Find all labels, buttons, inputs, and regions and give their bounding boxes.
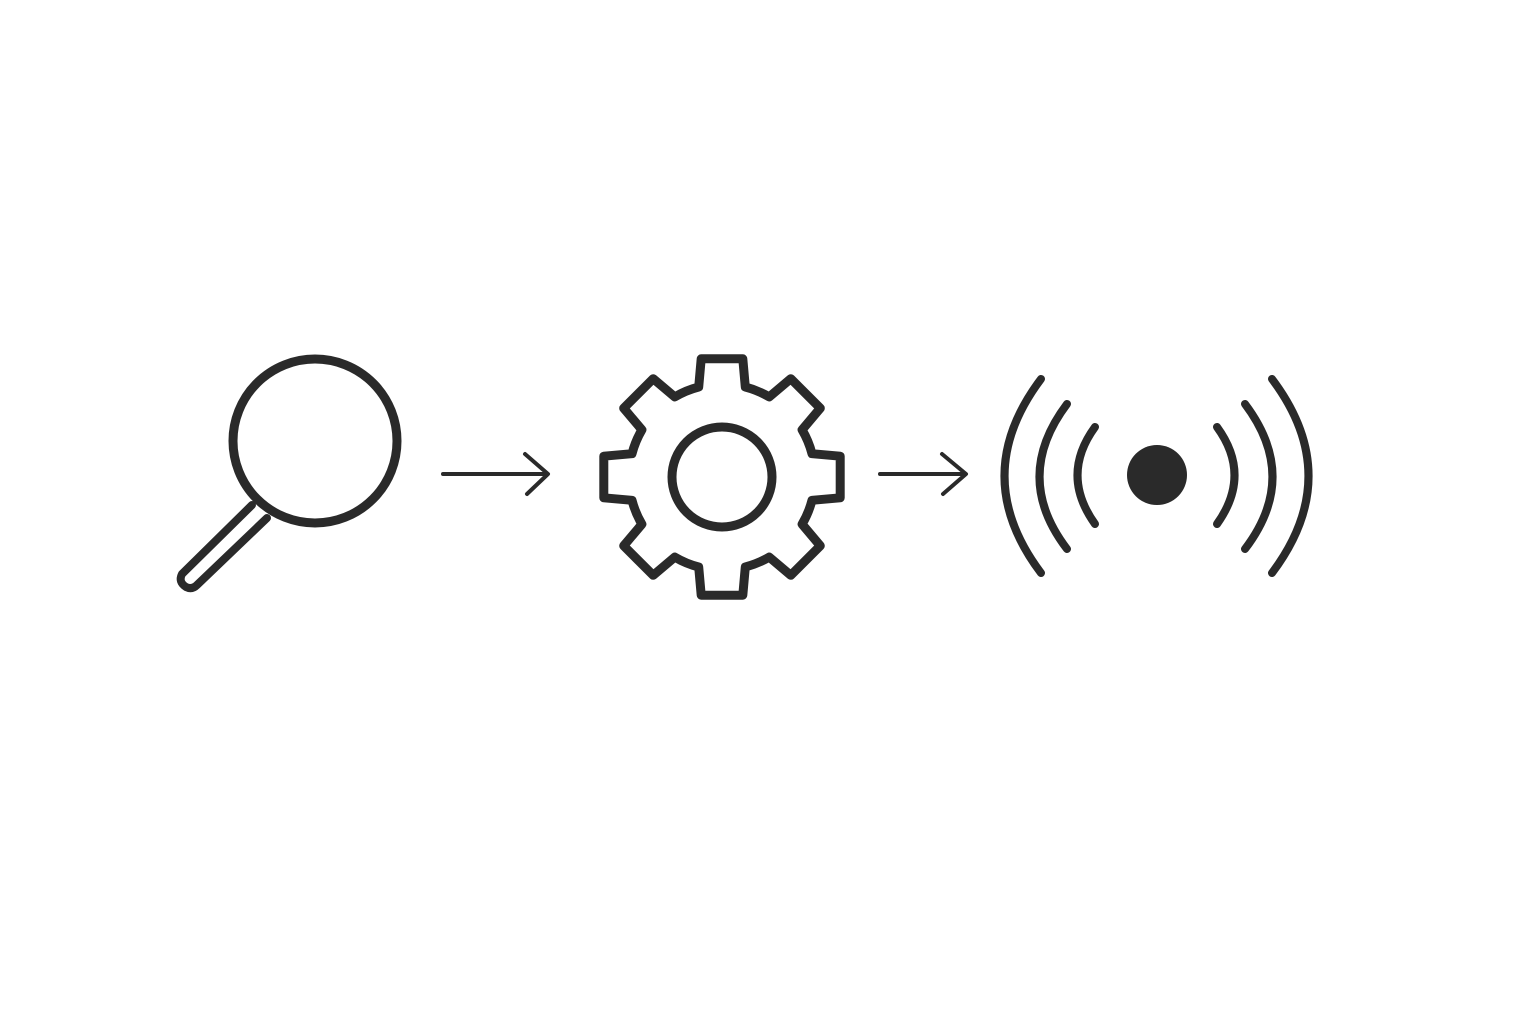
gear-outline [599, 354, 845, 600]
signal-wave-left-outer [1000, 375, 1045, 577]
broadcast-dot [1127, 445, 1187, 505]
signal-wave-left-inner [1073, 423, 1099, 528]
signal-wave-right-middle [1241, 400, 1277, 553]
signal-wave-left-middle [1035, 400, 1071, 553]
arrow-head [940, 452, 968, 496]
broadcast-signal-icon [1000, 375, 1313, 577]
signal-wave-right-outer [1268, 375, 1313, 577]
signal-wave-right-inner [1213, 423, 1239, 528]
arrow-head [523, 452, 550, 496]
magnifier-handle [176, 501, 271, 593]
gear-icon [599, 354, 845, 600]
gear-hole [667, 422, 777, 532]
arrow-right-icon [878, 452, 968, 496]
arrow-right-icon [441, 452, 550, 496]
magnifying-glass-icon [176, 354, 402, 593]
magnifier-lens [228, 354, 402, 528]
